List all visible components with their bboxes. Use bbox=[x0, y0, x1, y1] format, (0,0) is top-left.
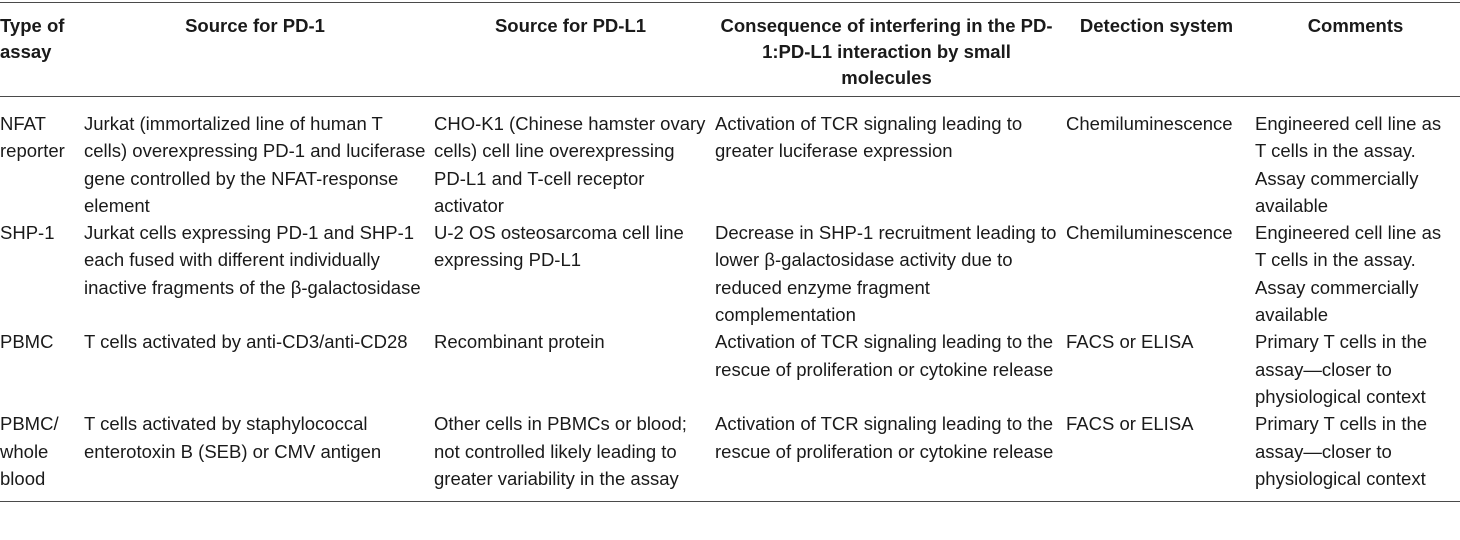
table-body: NFAT reporter Jurkat (immortalized line … bbox=[0, 97, 1460, 502]
cell-consequence: Activation of TCR signaling leading to t… bbox=[715, 331, 1054, 380]
cell-source-pd1: Jurkat cells expressing PD-1 and SHP-1 e… bbox=[84, 222, 421, 298]
header-comments: Comments bbox=[1307, 15, 1404, 36]
cell-consequence: Decrease in SHP-1 recruitment leading to… bbox=[715, 222, 1057, 326]
cell-source-pd1: T cells activated by anti-CD3/anti-CD28 bbox=[84, 331, 408, 353]
header-source-pdl1: Source for PD-L1 bbox=[494, 15, 647, 36]
cell-source-pdl1: Other cells in PBMCs or blood; not contr… bbox=[434, 413, 687, 489]
header-type-of-assay: Type of assay bbox=[0, 15, 65, 62]
cell-type-of-assay: NFAT reporter bbox=[0, 113, 65, 162]
header-source-pd1: Source for PD-1 bbox=[185, 15, 325, 36]
cell-source-pdl1: Recombinant protein bbox=[434, 331, 605, 353]
header-consequence: Consequence of interfering in the PD-1:P… bbox=[720, 15, 1053, 88]
cell-detection-system: Chemiluminescence bbox=[1066, 222, 1233, 244]
cell-detection-system: Chemiluminescence bbox=[1066, 113, 1233, 134]
table-row: PBMC T cells activated by anti-CD3/anti-… bbox=[0, 328, 1460, 410]
cell-comments: Primary T cells in the assay—closer to p… bbox=[1255, 331, 1428, 407]
cell-comments: Engineered cell line as T cells in the a… bbox=[1255, 222, 1442, 326]
cell-source-pd1: T cells activated by staphylococcal ente… bbox=[84, 413, 382, 462]
table-row: PBMC/ whole blood T cells activated by s… bbox=[0, 410, 1460, 502]
header-row: Type of assay Source for PD-1 Source for… bbox=[0, 2, 1460, 97]
cell-consequence: Activation of TCR signaling leading to t… bbox=[715, 413, 1054, 462]
header-detection-system: Detection system bbox=[1079, 15, 1234, 36]
table-row: NFAT reporter Jurkat (immortalized line … bbox=[0, 97, 1460, 220]
cell-comments: Engineered cell line as T cells in the a… bbox=[1255, 113, 1442, 216]
cell-detection-system: FACS or ELISA bbox=[1066, 331, 1194, 353]
assay-comparison-table: Type of assay Source for PD-1 Source for… bbox=[0, 2, 1460, 502]
cell-type-of-assay: SHP-1 bbox=[0, 222, 55, 244]
cell-source-pdl1: U-2 OS osteosarcoma cell line expressing… bbox=[434, 222, 684, 271]
table-header: Type of assay Source for PD-1 Source for… bbox=[0, 2, 1460, 97]
cell-comments: Primary T cells in the assay—closer to p… bbox=[1255, 413, 1428, 489]
cell-consequence: Activation of TCR signaling leading to g… bbox=[715, 113, 1023, 162]
cell-source-pdl1: CHO-K1 (Chinese hamster ovary cells) cel… bbox=[434, 113, 706, 216]
table-row: SHP-1 Jurkat cells expressing PD-1 and S… bbox=[0, 219, 1460, 328]
cell-type-of-assay: PBMC bbox=[0, 331, 54, 353]
cell-detection-system: FACS or ELISA bbox=[1066, 413, 1194, 435]
cell-type-of-assay: PBMC/ whole blood bbox=[0, 413, 59, 489]
cell-source-pd1: Jurkat (immortalized line of human T cel… bbox=[84, 113, 426, 216]
assay-comparison-table-frame: Type of assay Source for PD-1 Source for… bbox=[0, 2, 1460, 502]
